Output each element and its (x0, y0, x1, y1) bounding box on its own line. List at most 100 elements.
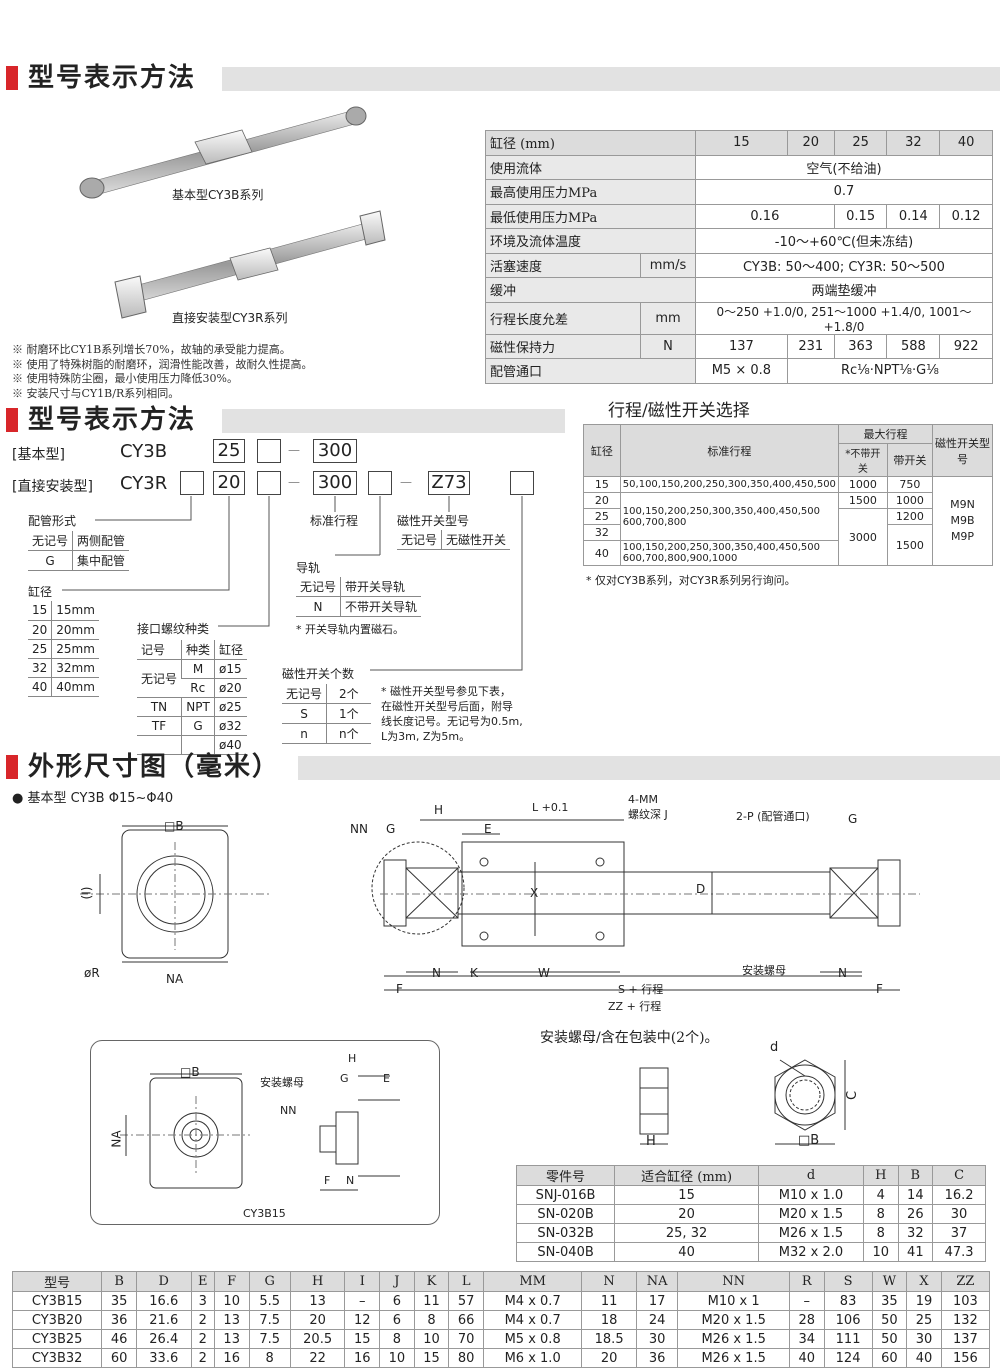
dim-f: F (396, 982, 403, 996)
section-header-2: 型号表示方法 (0, 405, 570, 435)
dim-s: S + 行程 (618, 983, 664, 996)
code-box-switch-r: Z73 (428, 471, 470, 495)
code-box-bore-r: 20 (213, 471, 245, 495)
header-rule (298, 756, 1000, 780)
dim-w: W (538, 966, 550, 980)
dim-e: E (484, 822, 492, 836)
section-header-1: 型号表示方法 (0, 63, 1000, 93)
dim-b: □B (164, 819, 184, 833)
series-direct: CY3R (120, 473, 168, 494)
basic-type-label: [基本型] (12, 447, 65, 463)
table-row: 使用流体空气(不给油) (485, 154, 993, 180)
direct-cylinder-image (114, 210, 386, 319)
switch-title: 磁性开关型号 (397, 514, 470, 528)
section-header-3: 外形尺寸图（毫米） (0, 752, 1000, 782)
spec-table: 缸径 (mm) 15 20 25 32 40 使用流体空气(不给油) 最高使用压… (485, 130, 994, 384)
caption-direct: 直接安装型CY3R系列 (172, 311, 288, 325)
table-row: 无记号带开关导轨 (296, 577, 422, 597)
nut-caption: 安装螺母/含在包装中(2个)。 (540, 1030, 719, 1046)
feature-notes: ※ 耐磨环比CY1B系列增长70%，故轴的承受能力提高。 ※ 使用了特殊树脂的耐… (12, 343, 313, 401)
nut-drawing (639, 1059, 846, 1145)
inset-e: E (383, 1072, 390, 1085)
table-row: 缓冲两端垫缓冲 (485, 277, 993, 303)
nut-dim-d: d (770, 1040, 779, 1055)
switch-table: 无记号无磁性开关 (397, 530, 511, 550)
inset-panel (90, 1040, 440, 1225)
code-box-pipe (257, 439, 281, 463)
dim-g: G (386, 822, 396, 836)
code-box-stroke-r: 300 (313, 471, 357, 495)
dim-f2: F (876, 982, 883, 996)
section-title: 型号表示方法 (28, 405, 197, 435)
red-bar (6, 755, 18, 779)
dim-mm: 4-MM (628, 793, 658, 806)
dim-zz: ZZ + 行程 (608, 1000, 662, 1013)
drawing-subtitle: ● 基本型 CY3B Φ15~Φ40 (12, 791, 174, 806)
red-bar (6, 408, 18, 432)
header-rule (222, 67, 1000, 91)
inset-f: F (324, 1174, 331, 1187)
dim-r: øR (84, 966, 100, 980)
rail-note: * 开关导轨内置磁石。 (296, 623, 404, 636)
inset-g: G (340, 1072, 349, 1085)
rail-title: 导轨 (296, 561, 321, 575)
table-row: 环境及流体温度-10～+60℃(但未冻结) (485, 228, 993, 254)
code-dash: — (288, 443, 300, 457)
note-line: ※ 安装尺寸与CY1B/R系列相同。 (12, 386, 180, 400)
nut-dim-c: C (845, 1090, 861, 1101)
inset-b: □B (180, 1065, 200, 1079)
dim-g2: G (848, 812, 858, 826)
table-row: 无记号两侧配管 (28, 531, 130, 551)
std-stroke-label: 标准行程 (310, 514, 359, 528)
code-dash: — (288, 475, 300, 489)
inset-n: N (346, 1174, 355, 1187)
table-row: 缸径 (mm) 15 20 25 32 40 (485, 130, 993, 156)
section-title: 型号表示方法 (28, 63, 197, 93)
thread-title: 接口螺纹种类 (137, 622, 210, 636)
code-box-bore: 25 (213, 439, 245, 463)
dim-j: 螺纹深 J (628, 808, 668, 821)
note-line: ※ 使用特殊防尘圈，最小使用压力降低30%。 (12, 372, 238, 385)
inset-name: CY3B15 (243, 1207, 286, 1220)
stroke-title: 行程/磁性开关选择 (608, 401, 750, 421)
dim-n2: N (838, 966, 847, 980)
code-leader-lines (62, 496, 523, 671)
dim-k: K (470, 966, 478, 980)
pipe-title: 配管形式 (28, 514, 77, 528)
note-line: ※ 使用了特殊树脂的耐磨环，润滑性能改善，故耐久性提高。 (12, 357, 313, 371)
inset-drawing (120, 1073, 400, 1191)
table-row: ø40 (137, 735, 248, 755)
nut-dim-h: H (646, 1134, 656, 1149)
inset-h: H (348, 1052, 357, 1065)
dim-n: N (432, 966, 441, 980)
basic-cylinder-image (79, 106, 367, 199)
dim-na: NA (166, 972, 184, 986)
